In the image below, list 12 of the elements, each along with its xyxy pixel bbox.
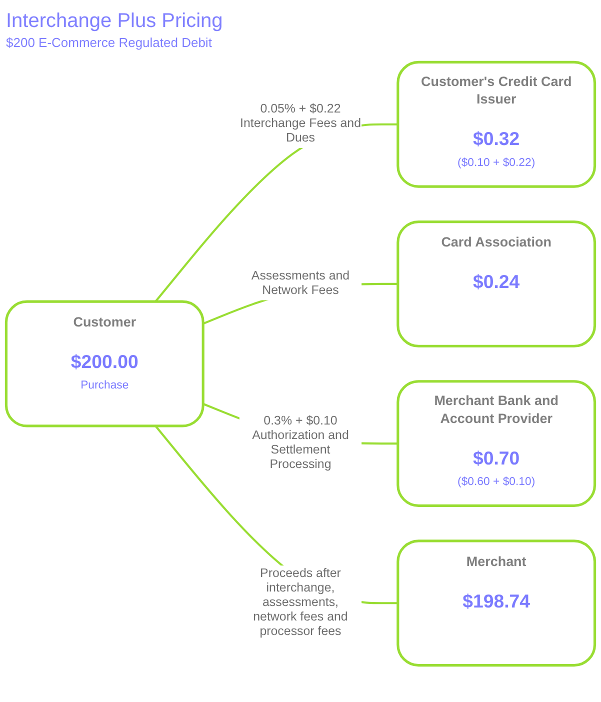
edge-label: Assessments and Network Fees — [251, 268, 350, 298]
connector — [154, 123, 398, 302]
edge-label: 0.05% + $0.22 Interchange Fees and Dues — [240, 101, 361, 145]
subtitle: $200 E-Commerce Regulated Debit — [6, 35, 212, 50]
edge-label: 0.3% + $0.10 Authorization and Settlement Processing — [252, 413, 349, 472]
node-box: Card Association $0.24 — [396, 220, 596, 348]
node-box: Merchant Bank and Account Provider $0.70 ($0.60 + $0.10) — [396, 380, 596, 507]
node-box: Customer $200.00 Purchase — [4, 300, 204, 428]
diagram-title: Interchange Plus Pricing — [6, 10, 223, 33]
edge-label: Proceeds after interchange, assessments, network fees and processor fees — [253, 566, 348, 638]
node-box: Merchant $198.74 — [396, 540, 596, 667]
node-box: Customer's Credit Card Issuer $0.32 ($0.10 + $0.22) — [396, 60, 596, 188]
